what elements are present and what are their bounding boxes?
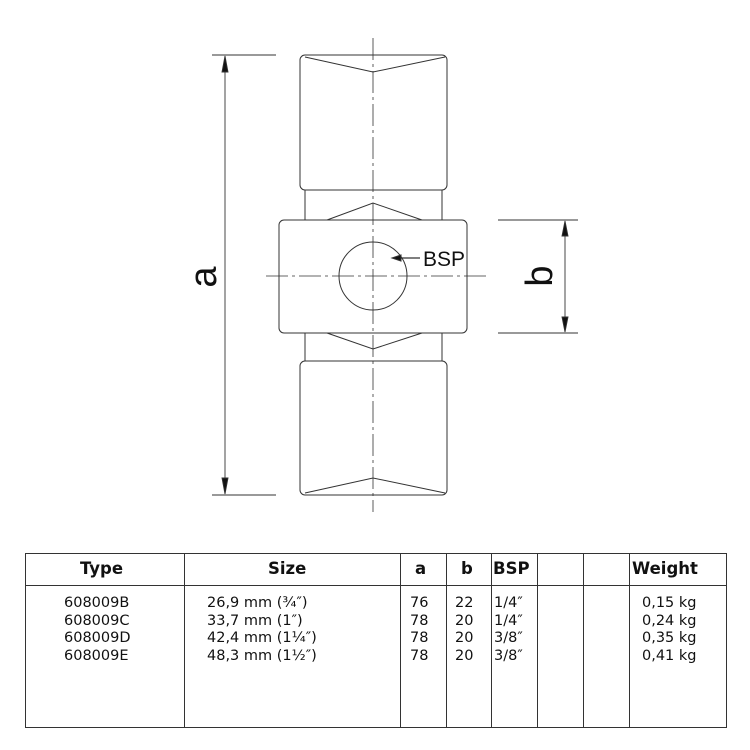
cell-size: 26,9 mm (¾″) [207, 595, 308, 611]
cell-type: 608009C [64, 612, 130, 629]
cell-a: 76 [410, 595, 429, 611]
dimension-b-label: b [519, 265, 561, 286]
cell-b: 20 [455, 612, 474, 629]
column-divider [446, 554, 447, 727]
dimension-b [498, 219, 578, 334]
header-divider [26, 585, 726, 586]
hex-bottom [326, 332, 423, 350]
cell-bsp: 1/4″ [494, 595, 523, 611]
cell-bsp: 3/8″ [494, 647, 523, 664]
bsp-arrow [390, 254, 420, 262]
cell-type: 608009E [64, 647, 129, 664]
cell-bsp: 3/8″ [494, 630, 523, 646]
column-divider [583, 554, 584, 727]
column-divider [491, 554, 492, 727]
cell-a: 78 [410, 630, 429, 646]
cell-type: 608009B [64, 595, 130, 611]
cell-type: 608009D [64, 630, 131, 646]
lower-tube [299, 360, 448, 496]
header-bsp: BSP [493, 559, 530, 578]
cell-size: 33,7 mm (1″) [207, 612, 303, 629]
cell-weight: 0,15 kg [642, 595, 697, 611]
technical-drawing: a b BSP [183, 38, 578, 512]
header-b: b [461, 559, 473, 578]
upper-tube [299, 54, 448, 191]
cell-weight: 0,41 kg [642, 647, 697, 664]
column-divider [400, 554, 401, 727]
cell-bsp: 1/4″ [494, 612, 523, 629]
dimension-a [212, 54, 276, 496]
cell-b: 22 [455, 595, 474, 611]
cell-a: 78 [410, 612, 429, 629]
header-a: a [415, 559, 427, 578]
hex-top [326, 202, 423, 221]
column-divider [184, 554, 185, 727]
cell-size: 48,3 mm (1½″) [207, 647, 317, 664]
cell-b: 20 [455, 630, 474, 646]
column-divider [629, 554, 630, 727]
upper-tube-cut [304, 56, 446, 73]
dimension-a-label: a [183, 266, 225, 288]
column-divider [537, 554, 538, 727]
centerlines [266, 38, 486, 512]
header-size: Size [268, 559, 307, 578]
header-type: Type [80, 559, 124, 578]
cell-weight: 0,35 kg [642, 630, 697, 646]
bsp-label: BSP [423, 248, 465, 271]
header-weight: Weight [632, 559, 698, 578]
cell-a: 78 [410, 647, 429, 664]
spec-table: Type Size a b BSP Weight 608009B 26,9 mm … [25, 553, 727, 728]
lower-tube-cut [304, 477, 446, 494]
cell-weight: 0,24 kg [642, 612, 697, 629]
cell-size: 42,4 mm (1¼″) [207, 630, 317, 646]
cell-b: 20 [455, 647, 474, 664]
